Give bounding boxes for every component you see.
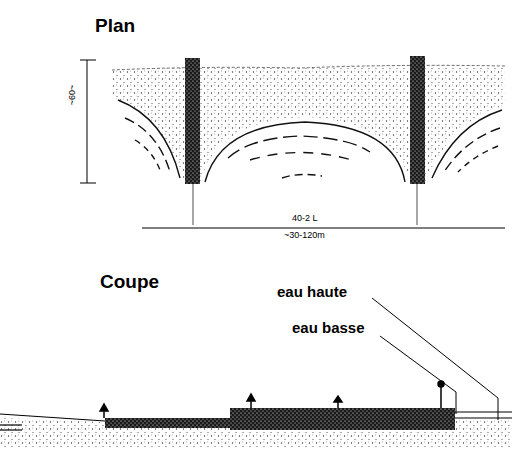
weir-crest	[230, 408, 455, 430]
flow-arcs	[118, 100, 502, 182]
water-level-label: eau basse	[292, 320, 365, 337]
dimension-lines	[80, 60, 505, 228]
bank-fill	[112, 66, 505, 184]
dimension-label: ~30-120m	[282, 231, 327, 241]
view-heading: Coupe	[100, 272, 159, 293]
bank-edge	[112, 65, 505, 70]
pier-post	[410, 56, 425, 184]
dimension-label: 40-2 L	[290, 214, 320, 224]
view-heading: Plan	[95, 16, 135, 37]
leader-lines	[372, 298, 498, 420]
pier-post	[185, 58, 200, 184]
water-level-label: eau haute	[277, 284, 347, 301]
marker-posts	[100, 381, 444, 418]
dimension-label: ~60~	[68, 83, 78, 108]
